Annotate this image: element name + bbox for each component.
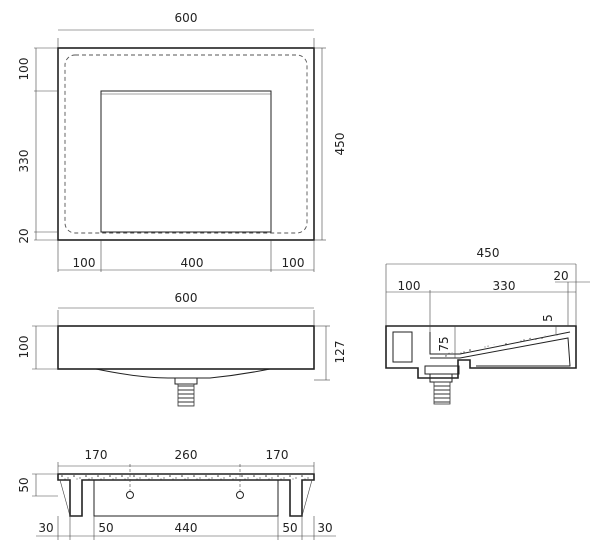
top-bottom-dim-2: 400 bbox=[181, 256, 204, 270]
rear-top-dim-3: 170 bbox=[266, 448, 289, 462]
top-depth-label: 450 bbox=[333, 133, 347, 156]
rear-bottom-dim-4: 50 bbox=[282, 521, 297, 535]
front-drain-thread bbox=[177, 383, 195, 407]
top-view-basin bbox=[100, 90, 272, 233]
front-left-height-label: 100 bbox=[17, 336, 31, 359]
front-view: 600 100 127 bbox=[17, 291, 347, 407]
rear-bottom-dim-3: 440 bbox=[175, 521, 198, 535]
side-drain-depth-label: 75 bbox=[437, 336, 451, 351]
top-width-label: 600 bbox=[175, 11, 198, 25]
rear-view-basin bbox=[93, 480, 279, 517]
side-top-dim-3: 20 bbox=[553, 269, 568, 283]
top-left-dim-3: 20 bbox=[17, 228, 31, 243]
top-view-outline bbox=[57, 47, 315, 241]
top-bottom-dim-3: 100 bbox=[282, 256, 305, 270]
side-view: 450 100 330 20 5 75 bbox=[385, 246, 590, 405]
rear-overflow-hole-left bbox=[126, 491, 134, 499]
top-bottom-dim-1: 100 bbox=[73, 256, 96, 270]
side-top-dim-1: 100 bbox=[398, 279, 421, 293]
side-depth-label: 450 bbox=[477, 246, 500, 260]
side-slope-drop-label: 5 bbox=[541, 314, 555, 322]
rear-top-dim-2: 260 bbox=[175, 448, 198, 462]
front-right-height-label: 127 bbox=[333, 341, 347, 364]
rear-left-height-label: 50 bbox=[17, 477, 31, 492]
rear-overflow-hole-right bbox=[236, 491, 244, 499]
rear-bottom-dim-1: 30 bbox=[38, 521, 53, 535]
front-view-outline bbox=[57, 325, 315, 370]
top-left-dim-1: 100 bbox=[17, 58, 31, 81]
top-view-dashed-rim bbox=[64, 54, 308, 234]
top-left-dim-2: 330 bbox=[17, 150, 31, 173]
top-view: 600 450 100 330 20 100 400 100 bbox=[17, 11, 347, 272]
front-width-label: 600 bbox=[175, 291, 198, 305]
rear-bottom-dim-2: 50 bbox=[98, 521, 113, 535]
rear-view-outline bbox=[57, 473, 315, 517]
rear-bottom-dim-5: 30 bbox=[317, 521, 332, 535]
side-view-front-cavity bbox=[392, 331, 413, 363]
side-view-outline bbox=[385, 325, 577, 379]
rear-top-dim-1: 170 bbox=[85, 448, 108, 462]
side-drain-thread bbox=[433, 381, 451, 405]
side-top-dim-2: 330 bbox=[493, 279, 516, 293]
rear-view: 170 260 170 50 30 50 440 50 30 bbox=[17, 448, 336, 540]
front-view-underside bbox=[95, 368, 271, 379]
